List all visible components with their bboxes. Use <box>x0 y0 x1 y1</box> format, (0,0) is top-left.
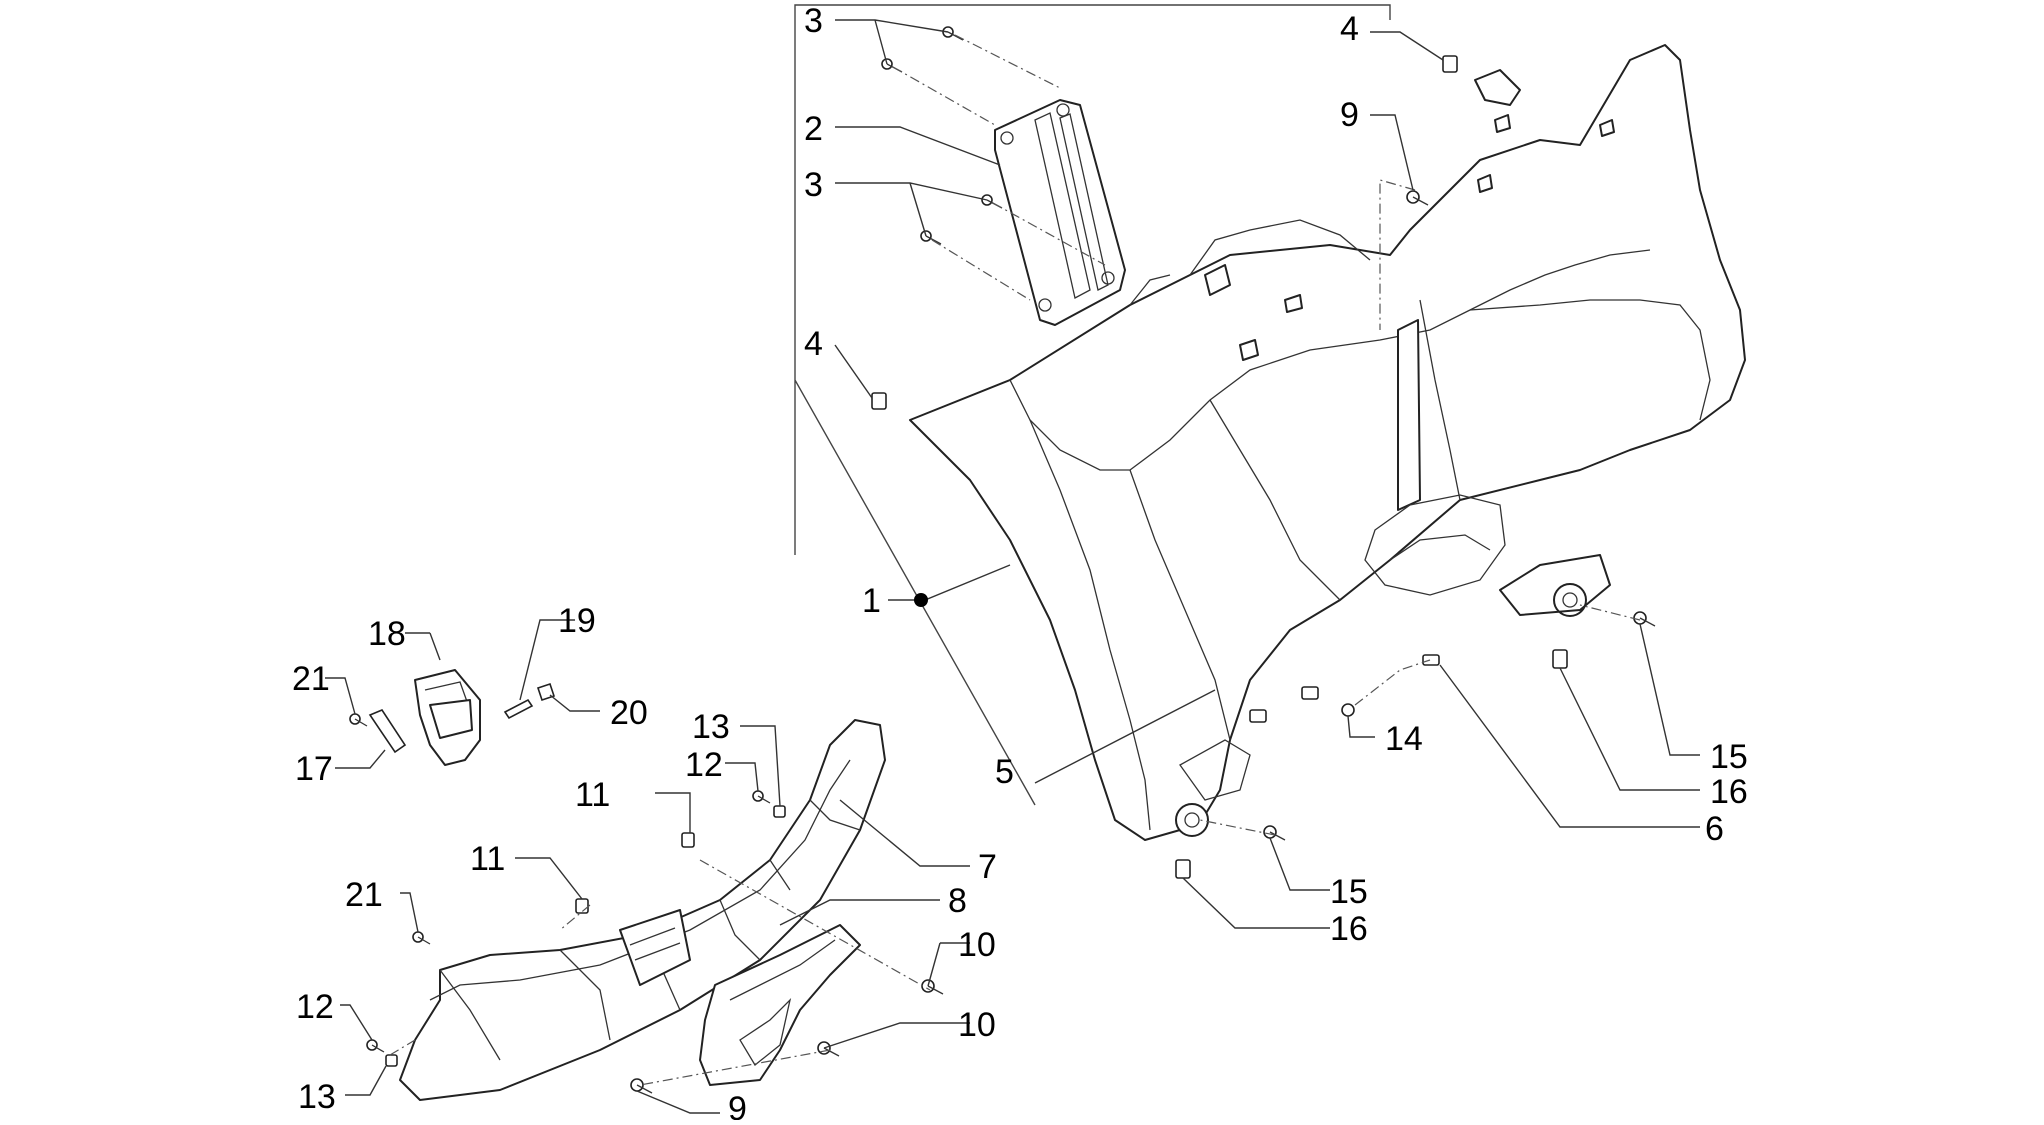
lower-side-skirt <box>399 719 886 1101</box>
callout-15: 15 <box>1330 873 1368 911</box>
callout-8: 8 <box>948 882 967 920</box>
link-rod-part-17 <box>368 709 407 754</box>
clip-part-5 <box>1249 686 1319 723</box>
callout-18: 18 <box>368 615 406 653</box>
callout-21: 21 <box>292 660 330 698</box>
nut-part-13 <box>385 1054 398 1067</box>
leader-lines <box>325 19 1700 1114</box>
nut-part-13 <box>773 805 786 818</box>
callout-13: 13 <box>298 1078 336 1116</box>
callout-11: 11 <box>575 776 610 814</box>
callout-3: 3 <box>804 2 823 40</box>
screw-part-9 <box>630 1078 653 1094</box>
nut-part-14 <box>1341 703 1355 717</box>
screw-part-12 <box>366 1039 385 1053</box>
callout-4: 4 <box>1340 10 1359 48</box>
callout-1: 1 <box>862 582 881 620</box>
clip-part-6 <box>1422 654 1440 666</box>
small-side-cover <box>699 924 861 1086</box>
callout-10: 10 <box>958 1006 996 1044</box>
leg-shield-panel <box>909 44 1746 841</box>
callout-16: 16 <box>1710 773 1748 811</box>
callout-16: 16 <box>1330 910 1368 948</box>
clip-part-4 <box>871 392 887 410</box>
clip-part-20 <box>536 682 556 702</box>
screw-part-3 <box>920 230 942 245</box>
footrest-plate <box>994 99 1126 326</box>
callout-12: 12 <box>296 988 334 1026</box>
callout-20: 20 <box>610 694 648 732</box>
assembly-axes <box>389 34 1641 1086</box>
callout-11: 11 <box>470 840 505 878</box>
callout-labels: 1 2 3 3 4 4 5 6 7 8 9 9 10 10 11 11 12 1… <box>292 2 1748 1125</box>
screw-part-10 <box>921 979 944 995</box>
callout-21: 21 <box>345 876 383 914</box>
callout-12: 12 <box>685 746 723 784</box>
callout-17: 17 <box>295 750 333 788</box>
screw-part-9 <box>1406 190 1429 206</box>
screw-part-12 <box>752 790 771 804</box>
clip-part-4 <box>1442 55 1458 73</box>
callout-14: 14 <box>1385 720 1423 758</box>
callout-7: 7 <box>978 848 997 886</box>
clip-part-11 <box>681 832 695 848</box>
pin-part-19 <box>503 698 534 720</box>
callout-4: 4 <box>804 325 823 363</box>
callout-5: 5 <box>995 753 1014 791</box>
callout-2: 2 <box>804 110 823 148</box>
callout-10: 10 <box>958 926 996 964</box>
callout-3: 3 <box>804 166 823 204</box>
assembly-marker-dot <box>914 593 928 607</box>
clip-part-16 <box>1552 649 1568 669</box>
callout-19: 19 <box>558 602 596 640</box>
clip-part-16 <box>1175 859 1191 879</box>
screw-part-21 <box>349 713 368 727</box>
screw-part-21 <box>412 931 431 945</box>
callout-9: 9 <box>728 1090 747 1120</box>
callout-6: 6 <box>1705 810 1724 848</box>
callout-9: 9 <box>1340 96 1359 134</box>
callout-13: 13 <box>692 708 730 746</box>
callout-15: 15 <box>1710 738 1748 776</box>
assembly-bracket-frame <box>794 4 1391 806</box>
bracket-assembly <box>368 669 556 766</box>
